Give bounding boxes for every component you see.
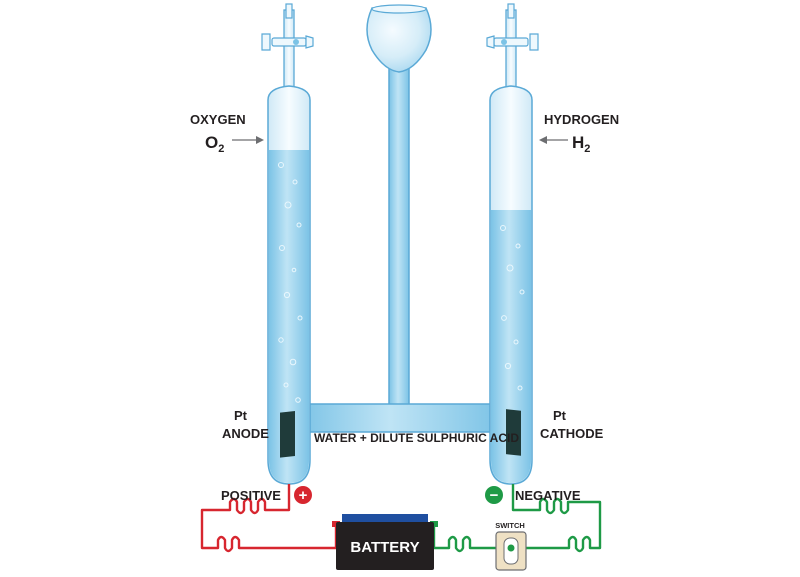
battery-label: BATTERY	[350, 539, 419, 556]
hydrogen-formula: H2	[572, 133, 590, 155]
switch-label: SWITCH	[495, 521, 525, 530]
oxygen-arrow	[232, 136, 264, 144]
cathode-label: CATHODE	[540, 426, 604, 441]
anode-metal-label: Pt	[234, 408, 248, 423]
negative-label: NEGATIVE	[515, 488, 581, 503]
reservoir-rim	[371, 4, 427, 14]
electrolyte-label: WATER + DILUTE SULPHURIC ACID	[314, 431, 519, 445]
oxygen-label: OXYGEN	[190, 112, 246, 127]
anode-label: ANODE	[222, 426, 269, 441]
connector-tube	[299, 403, 501, 433]
left-tube-water	[269, 150, 309, 483]
anode-electrode	[280, 410, 295, 458]
left-stopcock-icon	[261, 3, 314, 51]
battery: BATTERY	[332, 514, 438, 570]
battery-cap	[342, 514, 428, 522]
switch-indicator	[507, 544, 515, 552]
right-tube	[486, 3, 539, 485]
hydrogen-arrow	[539, 136, 568, 144]
svg-text:+: +	[299, 487, 308, 504]
positive-label: POSITIVE	[221, 488, 281, 503]
svg-text:−: −	[490, 487, 499, 504]
reservoir	[366, 4, 432, 415]
positive-terminal-icon: +	[294, 486, 312, 504]
oxygen-formula: O2	[205, 133, 224, 155]
negative-terminal-icon: −	[485, 486, 503, 504]
negative-wire	[432, 484, 602, 553]
cathode-metal-label: Pt	[553, 408, 567, 423]
hydrogen-label: HYDROGEN	[544, 112, 619, 127]
battery-body	[336, 522, 434, 570]
central-stem	[388, 43, 410, 415]
right-bubbles	[500, 225, 525, 391]
reservoir-bulb-icon	[366, 7, 432, 73]
right-stopcock-icon	[486, 3, 539, 51]
left-tube	[261, 3, 314, 485]
positive-wire	[200, 484, 338, 553]
cathode-electrode	[506, 409, 521, 456]
left-bubbles	[278, 162, 303, 403]
switch: SWITCH	[495, 521, 527, 571]
